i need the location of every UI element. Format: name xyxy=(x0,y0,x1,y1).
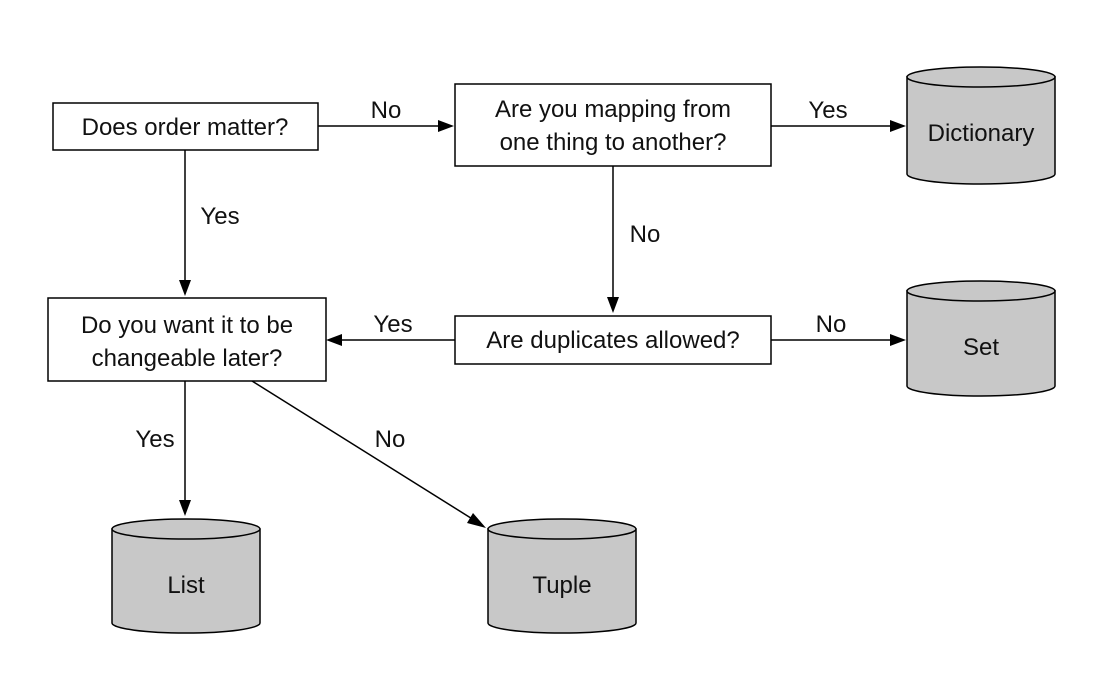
edge-order-to-mapping xyxy=(318,120,454,132)
edge-label-duplicates-no: No xyxy=(816,311,847,338)
result-list-label: List xyxy=(167,572,205,599)
question-box-order: Does order matter? xyxy=(52,102,319,151)
edge-label-mapping-no: No xyxy=(630,221,661,248)
question-order-text: Does order matter? xyxy=(82,114,289,141)
edge-changeable-to-list xyxy=(179,381,191,516)
result-cylinder-dictionary: Dictionary xyxy=(906,66,1056,185)
edge-mapping-to-duplicates xyxy=(607,166,619,313)
edge-label-changeable-no: No xyxy=(375,426,406,453)
edge-label-duplicates-yes: Yes xyxy=(373,311,412,338)
edge-label-mapping-yes: Yes xyxy=(808,97,847,124)
edge-label-order-no: No xyxy=(371,97,402,124)
question-box-mapping: Are you mapping from one thing to anothe… xyxy=(454,83,772,167)
edge-changeable-to-tuple xyxy=(251,380,486,528)
result-cylinder-set: Set xyxy=(906,280,1056,397)
result-set-label: Set xyxy=(963,334,999,361)
question-changeable-line2: changeable later? xyxy=(92,345,283,372)
question-box-changeable: Do you want it to be changeable later? xyxy=(47,297,327,382)
edge-label-changeable-yes: Yes xyxy=(135,426,174,453)
edge-mapping-to-dictionary xyxy=(771,120,906,132)
result-cylinder-tuple: Tuple xyxy=(487,518,637,634)
edge-duplicates-to-changeable xyxy=(326,334,455,346)
question-mapping-line1: Are you mapping from xyxy=(495,96,731,123)
edge-order-to-changeable xyxy=(179,150,191,296)
question-duplicates-text: Are duplicates allowed? xyxy=(486,327,740,354)
question-mapping-line2: one thing to another? xyxy=(500,129,727,156)
result-dictionary-label: Dictionary xyxy=(928,120,1035,147)
edge-duplicates-to-set xyxy=(771,334,906,346)
result-tuple-label: Tuple xyxy=(532,572,591,599)
result-cylinder-list: List xyxy=(111,518,261,634)
question-box-duplicates: Are duplicates allowed? xyxy=(454,315,772,365)
edge-label-order-yes: Yes xyxy=(200,203,239,230)
question-changeable-line1: Do you want it to be xyxy=(81,312,293,339)
